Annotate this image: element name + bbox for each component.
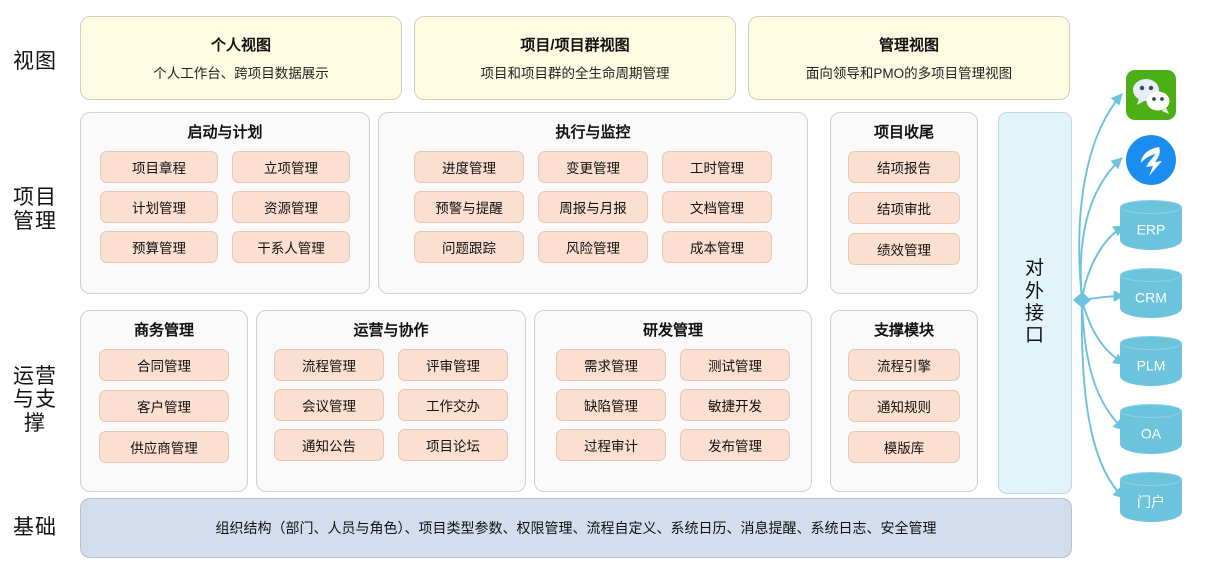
connector-hub bbox=[1073, 292, 1091, 308]
module-pill[interactable]: 项目论坛 bbox=[398, 429, 508, 461]
module-pill[interactable]: 测试管理 bbox=[680, 349, 790, 381]
module-pill[interactable]: 评审管理 bbox=[398, 349, 508, 381]
module-pill[interactable]: 结项报告 bbox=[848, 151, 960, 183]
view-card-project-title: 项目/项目群视图 bbox=[520, 37, 630, 54]
database-cylinder-icon: ERP bbox=[1120, 200, 1182, 256]
view-card-personal[interactable]: 个人视图 个人工作台、跨项目数据展示 bbox=[80, 16, 402, 100]
module-pill[interactable]: 发布管理 bbox=[680, 429, 790, 461]
database-cylinder-icon: OA bbox=[1120, 404, 1182, 460]
module-pill[interactable]: 立项管理 bbox=[232, 151, 350, 183]
module-pill[interactable]: 变更管理 bbox=[538, 151, 648, 183]
view-card-management[interactable]: 管理视图 面向领导和PMO的多项目管理视图 bbox=[748, 16, 1070, 100]
group-operations-collaboration-title: 运营与协作 bbox=[353, 322, 429, 339]
module-pill[interactable]: 模版库 bbox=[848, 431, 960, 463]
module-pill[interactable]: 风险管理 bbox=[538, 231, 648, 263]
module-pill[interactable]: 问题跟踪 bbox=[414, 231, 524, 263]
module-pill[interactable]: 结项审批 bbox=[848, 192, 960, 224]
view-card-project[interactable]: 项目/项目群视图 项目和项目群的全生命周期管理 bbox=[414, 16, 736, 100]
module-pill[interactable]: 客户管理 bbox=[99, 390, 229, 422]
module-pill[interactable]: 工作交办 bbox=[398, 389, 508, 421]
module-pill[interactable]: 通知规则 bbox=[848, 390, 960, 422]
group-rd-management-title: 研发管理 bbox=[642, 322, 703, 339]
module-pill[interactable]: 绩效管理 bbox=[848, 233, 960, 265]
external-interface-char: 外 bbox=[1024, 280, 1045, 302]
module-pill[interactable]: 文档管理 bbox=[662, 191, 772, 223]
view-card-management-subtitle: 面向领导和PMO的多项目管理视图 bbox=[805, 66, 1013, 81]
row-label-project-management: 项目管理 bbox=[4, 120, 66, 300]
group-support-modules-items: 流程引擎 通知规则 模版库 bbox=[831, 349, 977, 463]
external-interface-char: 对 bbox=[1024, 258, 1045, 280]
module-pill[interactable]: 缺陷管理 bbox=[556, 389, 666, 421]
group-operations-collaboration-items: 流程管理 评审管理 会议管理 工作交办 通知公告 项目论坛 bbox=[257, 349, 525, 461]
group-business-management-title: 商务管理 bbox=[133, 322, 194, 339]
view-card-management-title: 管理视图 bbox=[878, 37, 939, 54]
group-execution-monitoring: 执行与监控 进度管理 变更管理 工时管理 预警与提醒 周报与月报 文档管理 问题… bbox=[378, 112, 808, 294]
view-card-personal-subtitle: 个人工作台、跨项目数据展示 bbox=[153, 66, 329, 81]
group-initiation-planning-title: 启动与计划 bbox=[187, 124, 263, 141]
group-project-closure: 项目收尾 结项报告 结项审批 绩效管理 bbox=[830, 112, 978, 294]
wechat-icon[interactable] bbox=[1120, 67, 1182, 123]
external-interface-label: 对 外 接 口 bbox=[1025, 258, 1045, 348]
view-card-project-subtitle: 项目和项目群的全生命周期管理 bbox=[480, 66, 670, 81]
external-interface-panel[interactable]: 对 外 接 口 bbox=[998, 112, 1072, 494]
database-cylinder-icon: 门户 bbox=[1120, 472, 1182, 528]
foundation-bar: 组织结构（部门、人员与角色）、项目类型参数、权限管理、流程自定义、系统日历、消息… bbox=[80, 498, 1072, 558]
module-pill[interactable]: 进度管理 bbox=[414, 151, 524, 183]
group-support-modules: 支撑模块 流程引擎 通知规则 模版库 bbox=[830, 310, 978, 492]
group-project-closure-items: 结项报告 结项审批 绩效管理 bbox=[831, 151, 977, 265]
group-business-management-items: 合同管理 客户管理 供应商管理 bbox=[81, 349, 247, 463]
wechat-icon-glyph bbox=[1126, 70, 1176, 120]
row-label-operations-support: 运营与支撑 bbox=[4, 310, 66, 490]
group-initiation-planning-items: 项目章程 立项管理 计划管理 资源管理 预算管理 干系人管理 bbox=[81, 151, 369, 263]
module-pill[interactable]: 敏捷开发 bbox=[680, 389, 790, 421]
module-pill[interactable]: 需求管理 bbox=[556, 349, 666, 381]
row-label-operations-support-text: 运营与支撑 bbox=[13, 364, 57, 435]
module-pill[interactable]: 会议管理 bbox=[274, 389, 384, 421]
row-label-project-management-text: 项目管理 bbox=[13, 186, 57, 233]
group-execution-monitoring-items: 进度管理 变更管理 工时管理 预警与提醒 周报与月报 文档管理 问题跟踪 风险管… bbox=[379, 151, 807, 263]
row-label-view: 视图 bbox=[4, 22, 66, 102]
module-pill[interactable]: 项目章程 bbox=[100, 151, 218, 183]
view-card-personal-title: 个人视图 bbox=[210, 37, 271, 54]
group-rd-management: 研发管理 需求管理 测试管理 缺陷管理 敏捷开发 过程审计 发布管理 bbox=[534, 310, 812, 492]
module-pill[interactable]: 合同管理 bbox=[99, 349, 229, 381]
module-pill[interactable]: 干系人管理 bbox=[232, 231, 350, 263]
module-pill[interactable]: 预算管理 bbox=[100, 231, 218, 263]
module-pill[interactable]: 工时管理 bbox=[662, 151, 772, 183]
group-support-modules-title: 支撑模块 bbox=[873, 322, 934, 339]
database-cylinder-icon: CRM bbox=[1120, 268, 1182, 324]
dingtalk-icon-glyph bbox=[1126, 135, 1176, 185]
module-pill[interactable]: 周报与月报 bbox=[538, 191, 648, 223]
group-execution-monitoring-title: 执行与监控 bbox=[555, 124, 631, 141]
row-label-foundation: 基础 bbox=[4, 500, 66, 556]
module-pill[interactable]: 供应商管理 bbox=[99, 431, 229, 463]
oa-database[interactable]: OA bbox=[1120, 404, 1182, 460]
module-pill[interactable]: 资源管理 bbox=[232, 191, 350, 223]
crm-database[interactable]: CRM bbox=[1120, 268, 1182, 324]
view-band: 个人视图 个人工作台、跨项目数据展示 项目/项目群视图 项目和项目群的全生命周期… bbox=[80, 16, 1070, 100]
plm-database[interactable]: PLM bbox=[1120, 336, 1182, 392]
group-operations-collaboration: 运营与协作 流程管理 评审管理 会议管理 工作交办 通知公告 项目论坛 bbox=[256, 310, 526, 492]
row-label-foundation-text: 基础 bbox=[13, 516, 57, 540]
database-cylinder-icon: PLM bbox=[1120, 336, 1182, 392]
module-pill[interactable]: 过程审计 bbox=[556, 429, 666, 461]
module-pill[interactable]: 通知公告 bbox=[274, 429, 384, 461]
group-project-closure-title: 项目收尾 bbox=[873, 124, 934, 141]
external-interface-char: 口 bbox=[1024, 325, 1045, 347]
module-pill[interactable]: 流程引擎 bbox=[848, 349, 960, 381]
foundation-text: 组织结构（部门、人员与角色）、项目类型参数、权限管理、流程自定义、系统日历、消息… bbox=[215, 520, 937, 536]
module-pill[interactable]: 流程管理 bbox=[274, 349, 384, 381]
module-pill[interactable]: 成本管理 bbox=[662, 231, 772, 263]
erp-database[interactable]: ERP bbox=[1120, 200, 1182, 256]
group-initiation-planning: 启动与计划 项目章程 立项管理 计划管理 资源管理 预算管理 干系人管理 bbox=[80, 112, 370, 294]
module-pill[interactable]: 计划管理 bbox=[100, 191, 218, 223]
row-label-view-text: 视图 bbox=[13, 50, 57, 74]
dingtalk-icon[interactable] bbox=[1120, 132, 1182, 188]
portal-database[interactable]: 门户 bbox=[1120, 472, 1182, 528]
integrations-column: ERP CRM PLM OA 门户 bbox=[1112, 60, 1212, 540]
group-business-management: 商务管理 合同管理 客户管理 供应商管理 bbox=[80, 310, 248, 492]
module-pill[interactable]: 预警与提醒 bbox=[414, 191, 524, 223]
external-interface-char: 接 bbox=[1024, 303, 1045, 324]
group-rd-management-items: 需求管理 测试管理 缺陷管理 敏捷开发 过程审计 发布管理 bbox=[535, 349, 811, 461]
